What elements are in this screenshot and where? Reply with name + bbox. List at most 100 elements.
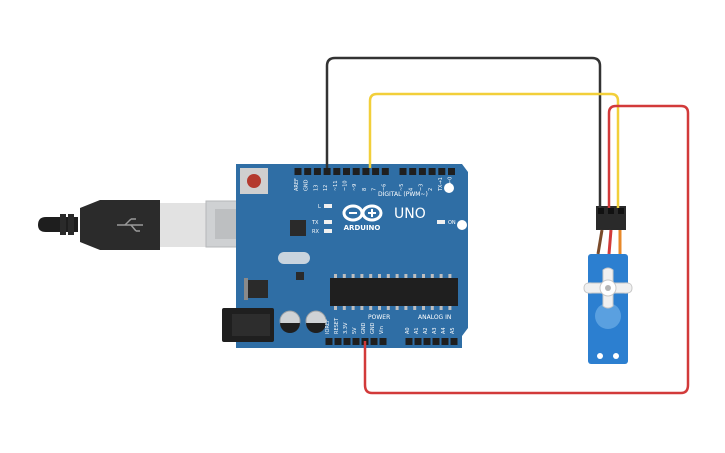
- voltage-regulator: [246, 280, 268, 298]
- led-tx-label: TX: [311, 220, 319, 226]
- digital-pin-4[interactable]: [333, 168, 341, 175]
- digital-pin-7[interactable]: [362, 168, 370, 175]
- power-pin-2[interactable]: [343, 338, 351, 345]
- analog-pin-1[interactable]: [414, 338, 422, 345]
- digital-pin-2[interactable]: [313, 168, 321, 175]
- digital-pin-13[interactable]: [428, 168, 436, 175]
- digital-pin-6[interactable]: [352, 168, 360, 175]
- servo-mount-hole-left: [597, 353, 603, 359]
- led-tx: [324, 220, 332, 224]
- analog-pin-label: A0: [405, 327, 411, 334]
- small-component: [296, 272, 304, 280]
- digital-pin-label: ~6: [381, 184, 387, 191]
- power-pin-3[interactable]: [352, 338, 360, 345]
- digital-pin-9[interactable]: [381, 168, 389, 175]
- led-rx-label: RX: [312, 229, 319, 235]
- digital-pin-label: RX←0: [448, 177, 454, 191]
- analog-pin-4[interactable]: [441, 338, 449, 345]
- chip-pin: [404, 274, 408, 278]
- voltage-regulator-tab: [244, 278, 248, 300]
- analog-pin-0[interactable]: [405, 338, 413, 345]
- servo-motor: [583, 206, 633, 364]
- digital-pin-label: ~10: [343, 180, 349, 191]
- usb-chip: [290, 220, 306, 236]
- power-pin-label: RESET: [334, 317, 340, 334]
- chip-pin: [395, 306, 399, 310]
- chip-pin: [378, 274, 381, 278]
- power-pin-1[interactable]: [334, 338, 342, 345]
- digital-pin-label: 7: [372, 188, 378, 191]
- chip-pin: [439, 274, 443, 278]
- wire-signal[interactable]: [368, 92, 620, 208]
- usb-cable-ring: [60, 214, 66, 235]
- digital-pin-label: 8: [362, 188, 368, 191]
- power-pin-label: 5V: [352, 327, 358, 334]
- led-on-label: ON: [448, 220, 456, 226]
- analog-pin-5[interactable]: [450, 338, 458, 345]
- power-pin-5[interactable]: [370, 338, 378, 345]
- reset-button-cap[interactable]: [247, 174, 261, 188]
- digital-pin-5[interactable]: [343, 168, 350, 175]
- chip-pin: [342, 274, 346, 278]
- servo-connector-slot-1: [598, 208, 604, 214]
- power-pin-6[interactable]: [379, 338, 387, 345]
- digital-pin-3[interactable]: [323, 168, 331, 175]
- digital-pin-label: ~9: [352, 184, 358, 191]
- usb-symbol-icon: [117, 218, 143, 232]
- chip-pin: [360, 306, 364, 310]
- digital-pin-label: 4: [409, 188, 415, 191]
- digital-pin-11[interactable]: [409, 168, 417, 175]
- power-pin-label: Vin: [379, 326, 385, 334]
- led-l-label: L: [318, 204, 321, 210]
- digital-pin-1[interactable]: [304, 168, 312, 175]
- servo-horn: [583, 267, 633, 309]
- mount-hole-top-right: [444, 183, 454, 193]
- dc-power-jack-inner: [232, 314, 270, 336]
- digital-pin-14[interactable]: [438, 168, 446, 175]
- servo-mount-tab: [592, 348, 624, 364]
- digital-pin-12[interactable]: [418, 168, 426, 175]
- digital-header: [294, 168, 455, 175]
- analog-pin-label: A1: [414, 327, 420, 334]
- power-pin-0[interactable]: [325, 338, 333, 345]
- servo-gear-housing: [595, 303, 621, 329]
- analog-header-label: ANALOG IN: [418, 314, 451, 321]
- analog-pin-label: A2: [423, 327, 429, 334]
- digital-pin-15[interactable]: [448, 168, 455, 175]
- chip-pin: [334, 306, 337, 310]
- power-pin-label: GND: [370, 322, 376, 334]
- wire-power[interactable]: [363, 104, 690, 395]
- servo-connector-slot-2: [608, 208, 614, 214]
- arduino-logo-icon: [342, 204, 383, 222]
- analog-pin-label: A5: [450, 327, 456, 334]
- analog-pin-3[interactable]: [432, 338, 440, 345]
- digital-pin-label: ~3: [418, 184, 424, 191]
- wire-ground[interactable]: [325, 56, 602, 208]
- crystal-oscillator: [278, 252, 310, 264]
- chip-pin: [386, 274, 390, 278]
- atmega-microcontroller: [330, 278, 458, 306]
- chip-pin: [334, 274, 337, 278]
- analog-pin-label: A4: [441, 327, 447, 334]
- usb-cable: [38, 200, 269, 250]
- chip-pin: [430, 274, 434, 278]
- microcontroller-pins: [334, 274, 452, 310]
- servo-lead-red: [607, 229, 613, 255]
- digital-header-label: DIGITAL (PWM~): [378, 191, 428, 198]
- servo-lead-brown: [596, 229, 604, 255]
- digital-pin-0[interactable]: [294, 168, 302, 175]
- analog-pin-2[interactable]: [423, 338, 431, 345]
- power-pin-label: 3.3V: [343, 322, 349, 334]
- digital-pin-8[interactable]: [372, 168, 380, 175]
- chip-pin: [360, 274, 364, 278]
- chip-pin: [430, 306, 434, 310]
- digital-pin-10[interactable]: [399, 168, 407, 175]
- power-pin-label: GND: [361, 322, 367, 334]
- led-on: [437, 220, 445, 224]
- digital-pin-label: GND: [304, 179, 310, 191]
- led-l: [324, 204, 332, 208]
